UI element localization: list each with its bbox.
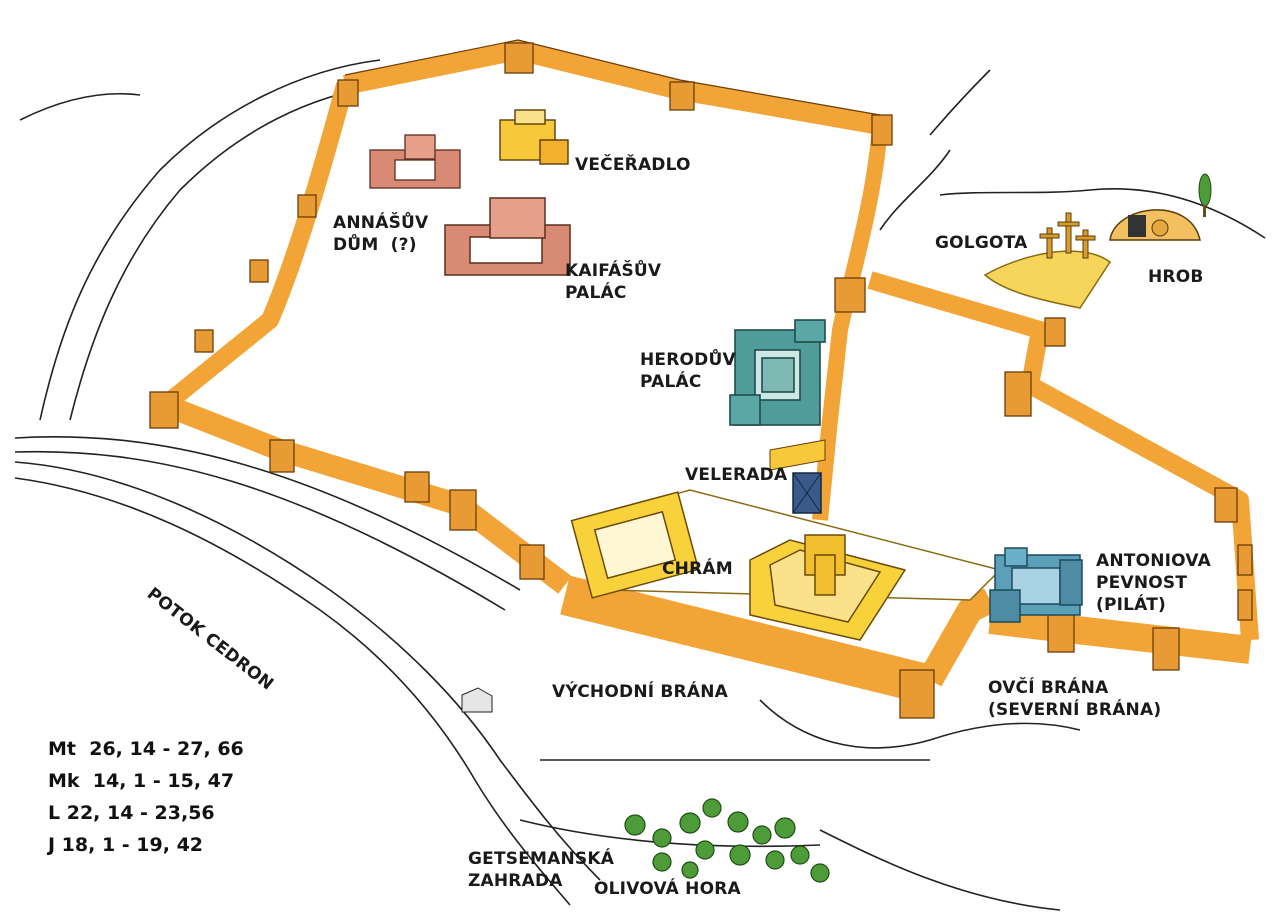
reference-john: J 18, 1 - 19, 42: [48, 834, 204, 856]
bible-references: Mt 26, 14 - 27, 66 Mk 14, 1 - 15, 47 L 2…: [48, 733, 244, 861]
tomb-icon: [1109, 209, 1201, 241]
herod-palace-building: [729, 319, 826, 426]
label-sheep-gate: OVČÍ BRÁNA (SEVERNÍ BRÁNA): [988, 678, 1162, 720]
label-council: VELERADA: [685, 465, 788, 485]
label-caiaphas-palace: KAIFÁŠŮV PALÁC: [565, 261, 662, 303]
upper-room-building: [499, 109, 569, 165]
temple-complex: [570, 489, 1002, 641]
label-golgotha: GOLGOTA: [935, 233, 1028, 253]
label-antonia: ANTONIOVA PEVNOST (PILÁT): [1096, 551, 1211, 615]
label-mount-olives: OLIVOVÁ HORA: [594, 879, 741, 899]
crosses-icon: [1039, 212, 1096, 259]
cypress-icon: [1198, 173, 1212, 217]
golgotha-hill: [983, 250, 1112, 309]
wall-towers: [149, 42, 1253, 719]
label-herod-palace: HERODŮV PALÁC: [640, 350, 736, 392]
label-east-gate: VÝCHODNÍ BRÁNA: [552, 682, 728, 702]
reference-luke: L 22, 14 - 23,56: [48, 802, 215, 824]
council-building: [769, 439, 826, 514]
reference-mark: Mk 14, 1 - 15, 47: [48, 770, 235, 792]
annas-house-building: [369, 134, 461, 189]
olive-tree-icon: [624, 798, 830, 883]
label-upper-room: VEČEŘADLO: [575, 155, 691, 175]
kidron-monument: [461, 687, 493, 713]
label-tomb: HROB: [1148, 267, 1204, 287]
label-temple: CHRÁM: [662, 559, 733, 579]
antonia-fortress-building: [989, 547, 1083, 623]
label-gethsemane: GETSEMANSKÁ ZAHRADA: [468, 849, 615, 891]
caiaphas-palace-building: [444, 197, 571, 276]
reference-matthew: Mt 26, 14 - 27, 66: [48, 738, 244, 760]
label-annas-house: ANNÁŠŮV DŮM (?): [333, 213, 429, 255]
